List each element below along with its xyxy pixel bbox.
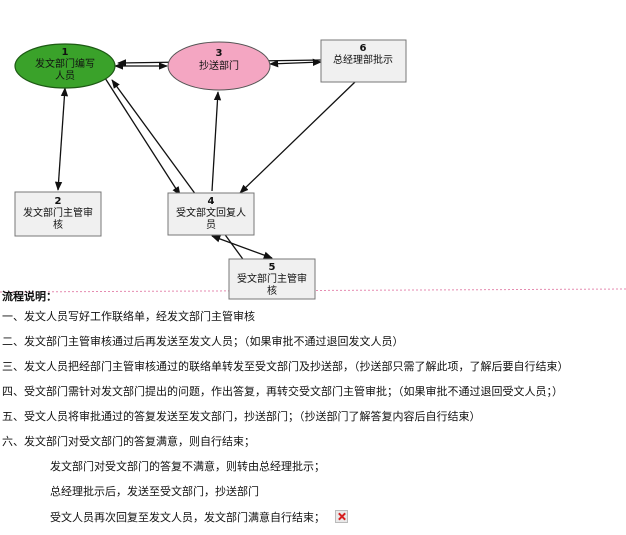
edge-1-4a	[104, 77, 181, 196]
step-3: 三、发文人员把经部门主管审核通过的联络单转发至受文部门及抄送部，（抄送部只需了解…	[2, 360, 569, 373]
node-6-gm-approval[interactable]: 6 总经理部批示	[320, 39, 407, 83]
node-4-label-2: 员	[206, 219, 216, 231]
node-1-drafter[interactable]: 1 发文部门编写 人员	[14, 43, 116, 89]
step-6-sub-3: 受文人员再次回复至发文人员，发文部门满意自行结束；	[50, 511, 325, 524]
node-4-label-1: 受文部文回复人	[176, 206, 246, 219]
flowchart: 1 发文部门编写 人员 3 抄送部门 6 总经理部批示 2 发文部门主管审 核 …	[0, 39, 626, 300]
node-2-number: 2	[55, 196, 62, 207]
node-2-sender-manager[interactable]: 2 发文部门主管审 核	[14, 191, 102, 237]
broken-image-icon	[335, 510, 348, 523]
node-1-number: 1	[62, 47, 69, 58]
node-3-cc-dept[interactable]: 3 抄送部门	[167, 41, 271, 91]
edge-1-2	[54, 87, 69, 191]
edge-4-5	[211, 235, 273, 259]
node-5-label-2: 核	[267, 284, 277, 297]
step-5: 五、受文人员将审批通过的答复发送至发文部门，抄送部门；（抄送部门了解答复内容后自…	[2, 410, 481, 423]
step-2: 二、发文部门主管审核通过后再发送至发文人员；（如果审批不通过退回发文人员）	[2, 335, 404, 348]
node-5-label-1: 受文部门主管审	[237, 272, 307, 285]
node-1-label-2: 人员	[55, 70, 75, 82]
edge-3-4	[211, 91, 222, 192]
node-5-recipient-manager[interactable]: 5 受文部门主管审 核	[228, 258, 316, 300]
node-5-number: 5	[269, 262, 276, 273]
step-4: 四、受文部门需针对发文部门提出的问题，作出答复，再转交受文部门主管审批；（如果审…	[2, 385, 563, 398]
step-6-sub-2: 总经理批示后，发送至受文部门，抄送部门	[50, 485, 259, 498]
edge-6-4	[239, 81, 356, 194]
node-1-label-1: 发文部门编写	[35, 57, 95, 70]
process-notes: 流程说明： 一、发文人员写好工作联络单，经发文部门主管审核 二、发文部门主管审核…	[2, 290, 622, 535]
node-2-label-2: 核	[53, 218, 63, 231]
connectors	[54, 58, 356, 263]
node-6-number: 6	[360, 43, 367, 54]
step-6: 六、发文部门对受文部门的答复满意，则自行结束；	[2, 435, 255, 448]
notes-title: 流程说明：	[2, 290, 57, 303]
node-3-number: 3	[216, 48, 223, 59]
node-6-label: 总经理部批示	[333, 53, 393, 66]
node-4-recipient-reply[interactable]: 4 受文部文回复人 员	[167, 192, 255, 236]
node-4-number: 4	[208, 196, 215, 207]
step-6-sub-3-row: 受文人员再次回复至发文人员，发文部门满意自行结束；	[2, 510, 622, 535]
node-2-label-1: 发文部门主管审	[23, 206, 93, 219]
node-3-label: 抄送部门	[199, 59, 239, 72]
step-6-sub-1: 发文部门对受文部门的答复不满意，则转由总经理批示；	[50, 460, 325, 473]
step-1: 一、发文人员写好工作联络单，经发文部门主管审核	[2, 310, 255, 323]
edge-3-6	[269, 58, 322, 68]
